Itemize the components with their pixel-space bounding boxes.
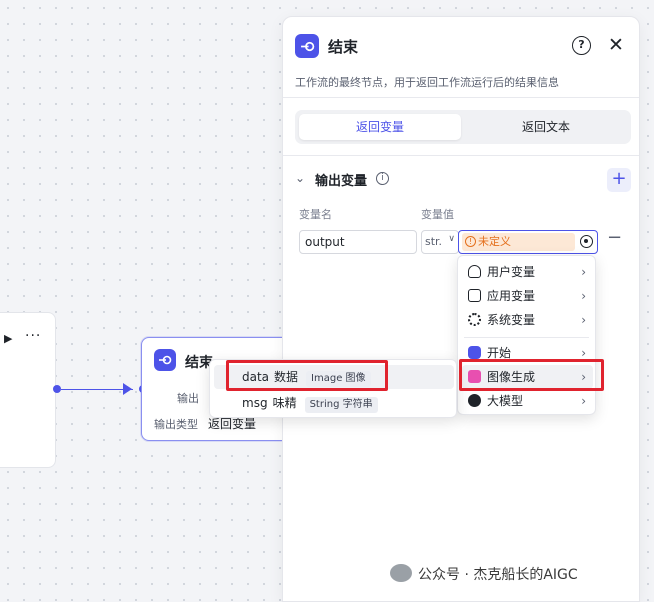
person-icon [468,265,481,278]
image-generation-outputs-menu: data 数据 Image 图像 msg 味精 String 字符串 [209,359,457,418]
watermark: 公众号 · 杰克船长的AIGC [390,564,578,584]
info-icon[interactable]: i [376,172,389,185]
end-node-icon [154,349,176,371]
add-variable-button[interactable]: + [607,168,631,192]
edge-line [61,389,133,390]
chevron-down-icon: ∨ [448,234,455,244]
panel-description: 工作流的最终节点，用于返回工作流运行后的结果信息 [295,76,559,89]
output-type-tag: String 字符串 [304,397,378,413]
menu-item-label: 图像生成 [487,370,536,384]
variable-value-field[interactable]: ! 未定义 [458,230,598,254]
watermark-text: 公众号 · 杰克船长的AIGC [418,567,578,583]
source-port[interactable] [53,385,61,393]
panel-title: 结束 [328,38,359,56]
chevron-right-icon: › [581,394,586,408]
menu-item-start-node[interactable]: 开始 › [462,341,593,365]
return-mode-tabs: 返回变量 返回文本 [295,110,631,144]
llm-icon [468,394,481,407]
chevron-right-icon: › [581,313,586,327]
previous-node[interactable]: ▶ ··· [0,312,56,468]
menu-item-label: 用户变量 [487,265,536,279]
variable-type-value: str. [425,235,443,248]
variable-name-input[interactable]: output [299,230,417,254]
column-header-value: 变量值 [421,208,454,221]
output-name: data [242,370,270,384]
menu-item-label: 应用变量 [487,289,536,303]
menu-item-app-variables[interactable]: 应用变量 › [462,284,593,308]
undefined-tag: ! 未定义 [462,233,575,251]
remove-variable-icon[interactable]: − [607,227,623,248]
chevron-right-icon: › [581,346,586,360]
output-type-label: 输出类型 [154,418,198,431]
warning-icon: ! [465,236,476,247]
wechat-icon [390,564,412,582]
output-type-value: 返回变量 [208,417,257,431]
chevron-down-icon[interactable]: ⌄ [295,171,306,185]
menu-item-label: 系统变量 [487,313,536,327]
output-type-tag: Image 图像 [306,371,371,387]
divider [283,155,639,156]
chevron-right-icon: › [581,289,586,303]
tab-return-variables[interactable]: 返回变量 [299,114,461,140]
variable-type-select[interactable]: str. ∨ [421,230,459,254]
close-icon[interactable]: ✕ [608,34,624,56]
end-node-icon [295,34,319,58]
gear-icon [468,313,481,326]
column-header-name: 变量名 [299,208,332,221]
output-variables-section: ⌄ 输出变量 i + [295,168,631,193]
arrow-icon [123,383,132,395]
reference-target-icon[interactable] [580,235,593,248]
menu-item-label: 大模型 [487,394,524,408]
annotation-box-image-generation [459,359,604,391]
folder-icon [468,289,481,302]
tab-return-text[interactable]: 返回文本 [521,120,570,134]
menu-item-user-variables[interactable]: 用户变量 › [462,260,593,284]
variable-source-menu: 用户变量 › 应用变量 › 系统变量 › 开始 › 图像生成 › 大模型 › [457,255,596,415]
help-icon[interactable]: ? [572,36,591,55]
menu-item-image-generation[interactable]: 图像生成 › [462,365,593,389]
submenu-item-data[interactable]: data 数据 Image 图像 [214,365,454,389]
output-description: 味精 [272,396,297,410]
section-title: 输出变量 [315,174,368,189]
menu-divider [464,337,589,338]
submenu-item-msg[interactable]: msg 味精 String 字符串 [214,391,454,415]
play-icon[interactable]: ▶ [4,332,13,345]
more-icon[interactable]: ··· [25,328,42,344]
menu-item-system-variables[interactable]: 系统变量 › [462,308,593,332]
undefined-label: 未定义 [478,235,511,248]
output-description: 数据 [274,370,299,384]
menu-item-llm[interactable]: 大模型 › [462,389,593,413]
menu-item-label: 开始 [487,346,512,360]
edge-connector [53,383,147,395]
image-generation-icon [468,370,481,383]
end-node-title: 结束 [185,355,213,371]
annotation-box-data [226,360,388,391]
panel-header: 结束 ? ✕ [295,34,627,58]
output-label: 输出 [177,392,199,405]
divider [283,97,639,98]
chevron-right-icon: › [581,265,586,279]
chevron-right-icon: › [581,370,586,384]
start-node-icon [468,346,481,359]
output-name: msg [242,396,268,410]
